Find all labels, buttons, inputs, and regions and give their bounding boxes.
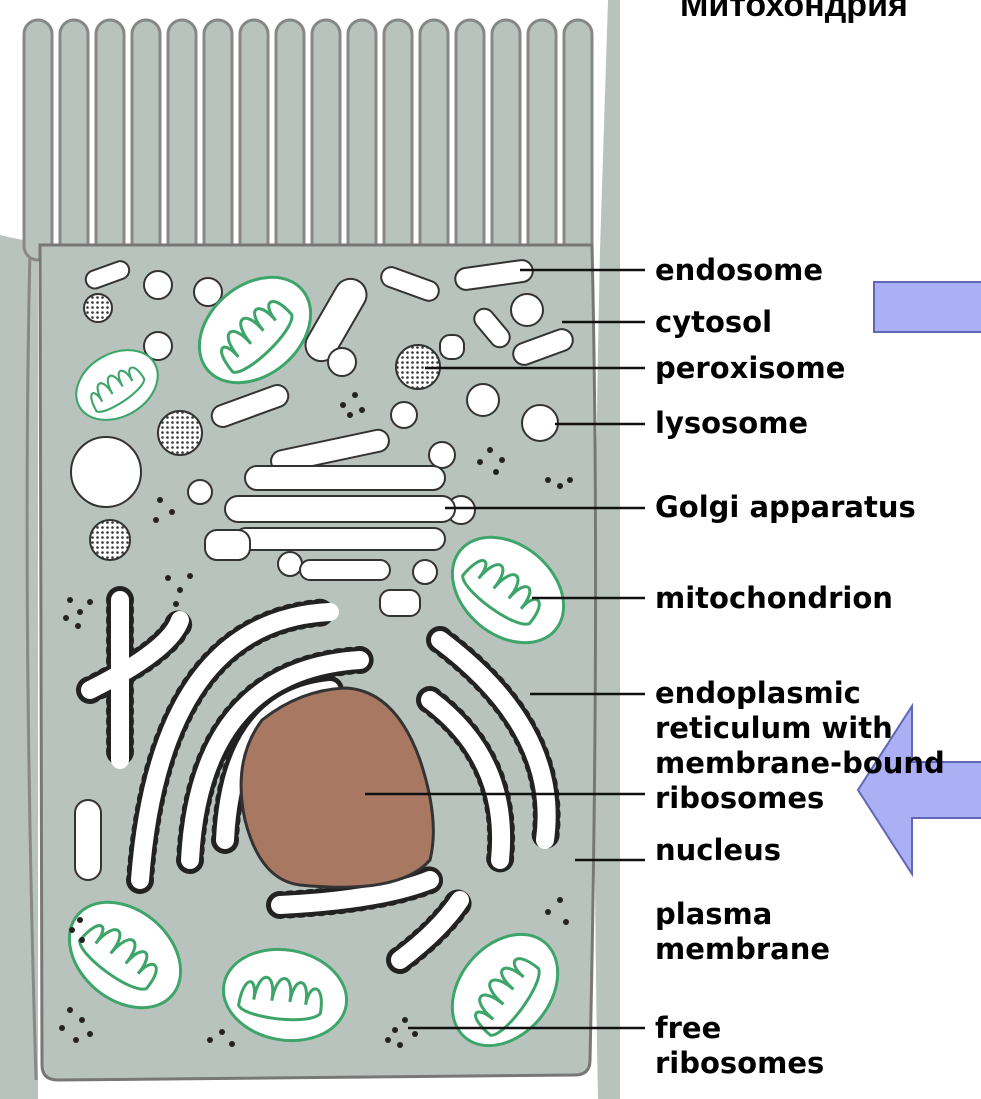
label-er-line1: endoplasmic [655, 676, 861, 710]
label-free-line1: free [655, 1011, 721, 1045]
lysosome [522, 405, 558, 441]
label-endosome: endosome [655, 253, 823, 287]
label-lysosome: lysosome [655, 406, 808, 440]
label-er-line3: membrane-bound [655, 746, 945, 780]
label-free-line2: ribosomes [655, 1046, 824, 1080]
label-er-line4: ribosomes [655, 781, 824, 815]
label-plasma-line2: membrane [655, 932, 830, 966]
label-nucleus: nucleus [655, 833, 781, 867]
right-arrow-box-icon [874, 282, 981, 332]
label-peroxisome: peroxisome [655, 351, 845, 385]
label-er-line2: reticulum with [655, 711, 893, 745]
label-mitochondrion: mitochondrion [655, 581, 893, 615]
label-cytosol: cytosol [655, 305, 772, 339]
neighbor-cell-right [594, 0, 620, 1099]
label-plasma-line1: plasma [655, 897, 772, 931]
microvilli [24, 20, 592, 260]
label-golgi: Golgi apparatus [655, 490, 916, 524]
